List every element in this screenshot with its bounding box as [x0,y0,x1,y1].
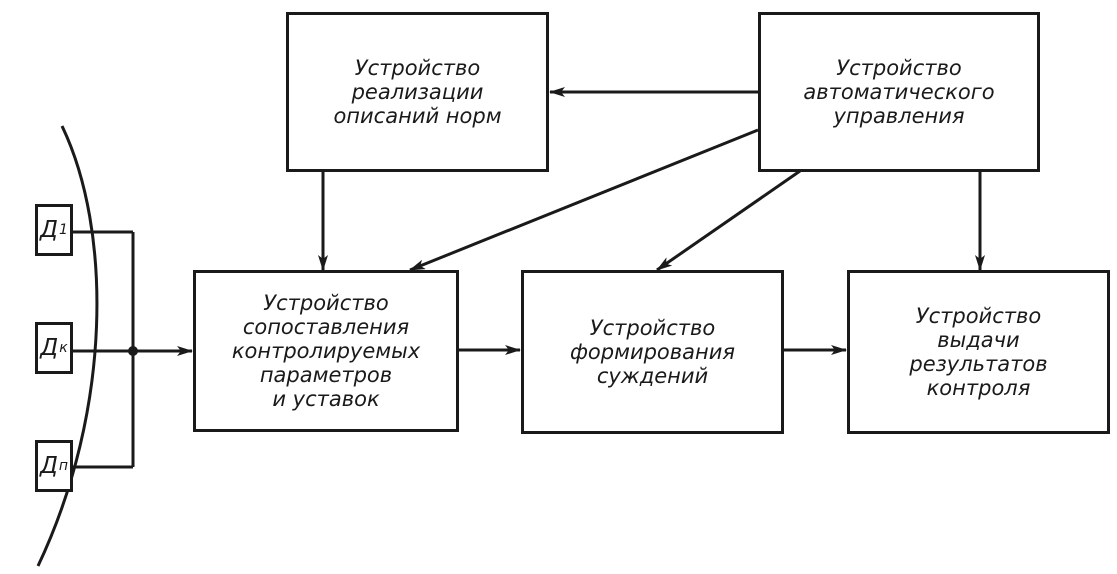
block-line: параметров [259,363,393,387]
block-line: контролируемых [231,339,421,363]
block-line: Устройство [589,316,716,340]
judgement-forming-block: Устройство формирования суждений [521,270,784,434]
norms-implementation-block: Устройство реализации описаний норм [286,12,549,172]
control-to-judgement-arrow [656,169,801,272]
block-line: выдачи [937,328,1020,352]
block-line: управления [833,104,965,128]
sensor-1-letter: Д [40,217,59,243]
block-line: контроля [926,376,1031,400]
sensor-n-letter: Д [39,453,58,479]
block-line: автоматического [803,80,995,104]
block-line: формирования [569,340,736,364]
block-line: Устройство [263,291,389,315]
block-line: Устройство [836,56,962,80]
block-line: описаний норм [333,104,502,128]
block-line: и уставок [272,387,380,411]
control-to-comparison-arrow [409,128,759,272]
sensor-1-index: 1 [59,222,68,238]
block-line: Устройство [915,304,1042,328]
block-line: суждений [596,364,709,388]
results-output-block: Устройство выдачи результатов контроля [847,270,1110,434]
comparison-block: Устройство сопоставления контролируемых … [193,270,459,432]
block-line: сопоставления [242,315,410,339]
sensor-n-index: п [58,458,69,474]
automatic-control-block: Устройство автоматического управления [758,12,1040,172]
sensor-k-letter: Д [40,335,59,361]
block-line: реализации [351,80,484,104]
sensor-k-index: к [59,340,68,356]
block-line: Устройство [354,56,481,80]
block-line: результатов [909,352,1048,376]
object-boundary-curve [36,125,99,567]
